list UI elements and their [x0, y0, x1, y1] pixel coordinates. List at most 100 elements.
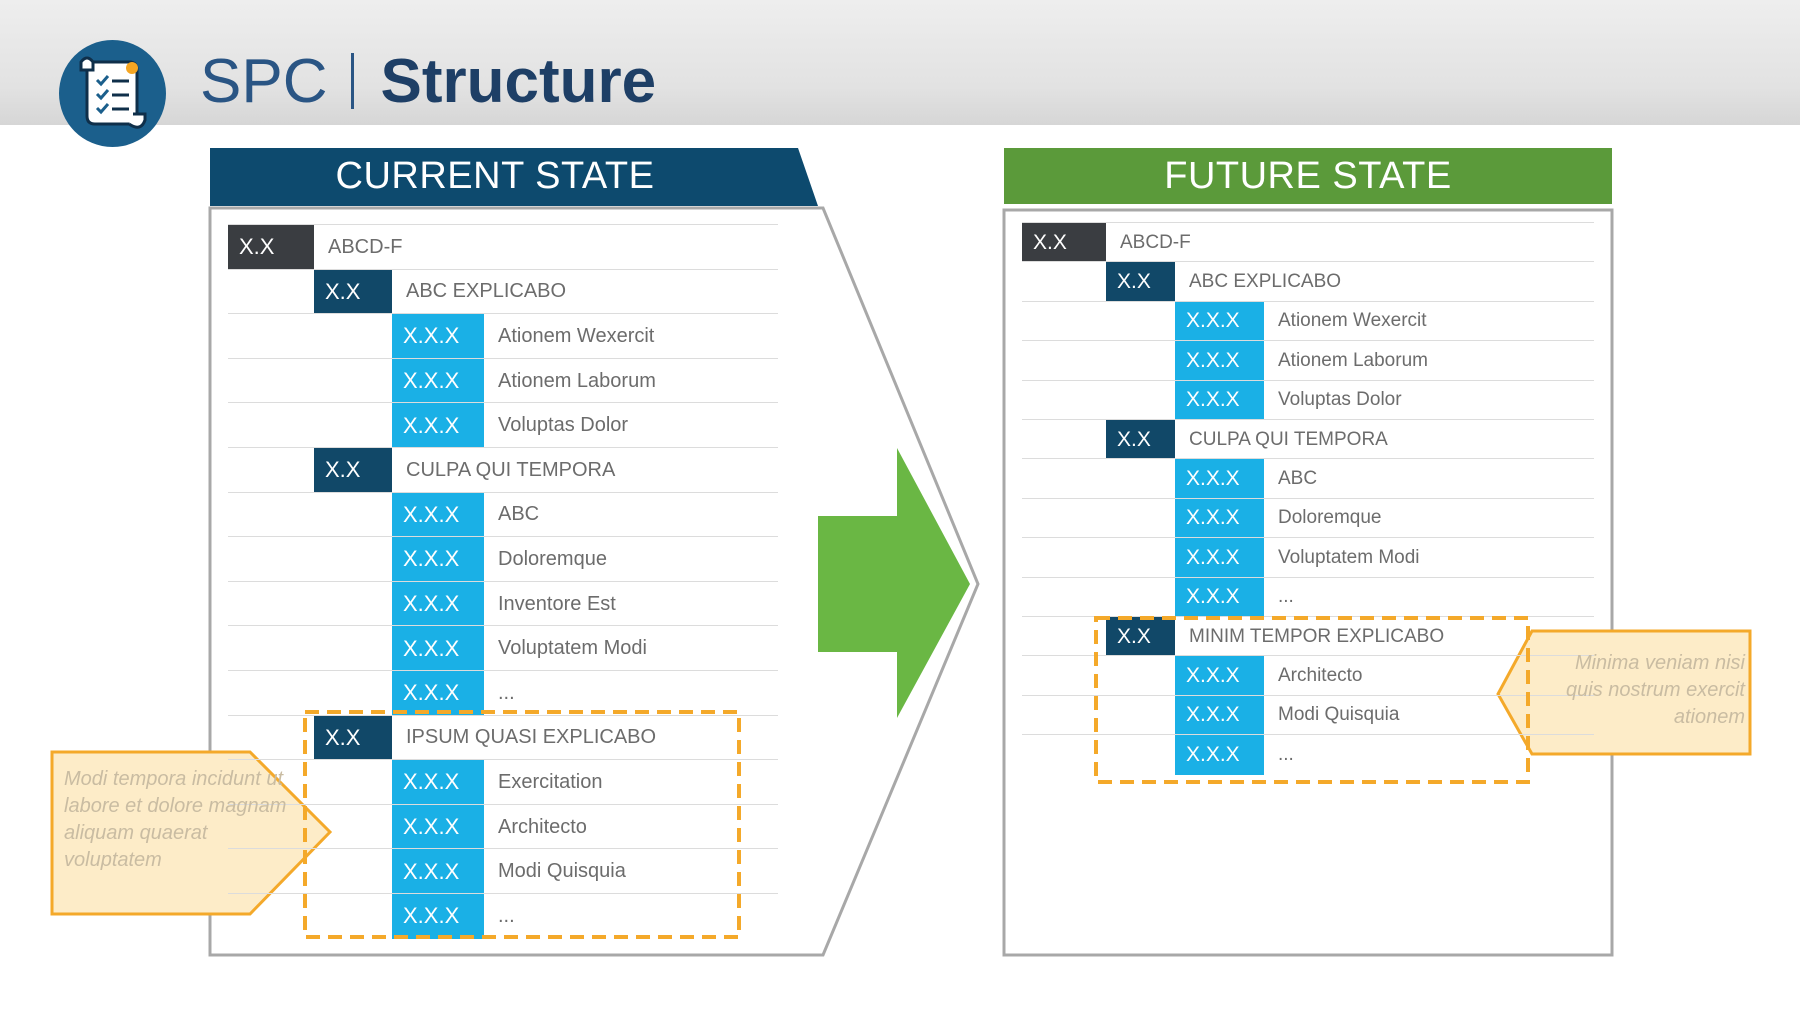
checklist-scroll-icon — [59, 40, 166, 147]
tree-node-code: X.X.X — [1175, 380, 1264, 420]
title-prefix: SPC — [200, 46, 328, 116]
tree-node-code: X.X — [1106, 617, 1175, 657]
tree-row: X.X.X... — [1022, 734, 1594, 775]
tree-node-code: X.X.X — [392, 626, 484, 671]
tree-row: X.X.X Architecto — [228, 803, 778, 850]
tree-node-code: X.X — [1106, 262, 1175, 302]
tree-node-label: Architecto — [498, 815, 587, 838]
tree-node-code: X.X.X — [392, 760, 484, 805]
tree-node-code: X.X.X — [1175, 538, 1264, 578]
tree-node-label: MINIM TEMPOR EXPLICABO — [1189, 625, 1445, 647]
tree-node-label: Modi Quisquia — [498, 860, 626, 883]
tree-row: X.X MINIM TEMPOR EXPLICABO — [1022, 616, 1594, 657]
tree-node-code: X.X.X — [1175, 459, 1264, 499]
tree-node-code: X.X.X — [392, 492, 484, 538]
tree-node-code: X.X.X — [392, 849, 484, 894]
tree-row: X.X CULPA QUI TEMPORA — [228, 447, 778, 493]
tree-node-label: Doloremque — [1278, 507, 1382, 529]
tree-row: X.X.X... — [1022, 576, 1594, 617]
tree-node-code: X.X.X — [1175, 341, 1264, 381]
tree-row: X.X.X Ationem Laborum — [1022, 340, 1594, 381]
tree-node-code: X.X — [1022, 223, 1106, 263]
tree-row: X.X.X Ationem Wexercit — [228, 313, 778, 359]
tree-row: X.X.X ABC — [228, 491, 778, 538]
tree-node-code: X.X.X — [392, 403, 484, 448]
header-bar — [0, 0, 1800, 125]
tree-node-code: X.X.X — [1175, 498, 1264, 539]
tree-node-label: Voluptatem Modi — [1278, 546, 1420, 568]
tree-node-label: Ationem Wexercit — [498, 324, 655, 347]
tree-row: X.X.X Voluptas Dolor — [1022, 379, 1594, 420]
tree-node-code: X.X.X — [392, 671, 484, 716]
tree-node-code: X.X — [314, 715, 392, 761]
tree-node-label: CULPA QUI TEMPORA — [406, 458, 616, 481]
tree-row: X.X.X Architecto — [1022, 655, 1594, 696]
tree-node-label: ABCD-F — [328, 235, 403, 258]
tree-node-label: Voluptas Dolor — [1278, 389, 1402, 411]
tree-row: X.X.X Modi Quisquia — [228, 848, 778, 894]
tree-row: X.X.X ABC — [1022, 458, 1594, 499]
tree-node-code: X.X — [314, 448, 392, 493]
tree-node-code: X.X.X — [392, 894, 484, 939]
future-state-tree: X.X ABCD-F X.X ABC EXPLICABO X.X.X Ationem We… — [1022, 222, 1594, 775]
future-state-frame — [1002, 208, 1614, 957]
tree-node-code: X.X.X — [392, 581, 484, 627]
tree-node-label: Architecto — [1278, 665, 1363, 687]
tree-row: X.X CULPA QUI TEMPORA — [1022, 419, 1594, 460]
page-title: SPC Structure — [200, 46, 656, 116]
tree-node-label: ABC EXPLICABO — [406, 280, 567, 303]
tree-node-label: ABC EXPLICABO — [1189, 271, 1342, 293]
tree-node-label: Doloremque — [498, 547, 607, 570]
tree-row: X.X.X Doloremque — [1022, 497, 1594, 539]
tree-node-label: Ationem Wexercit — [1278, 310, 1427, 332]
current-state-label: CURRENT STATE — [335, 154, 655, 197]
tree-row: X.X.X Ationem Wexercit — [1022, 300, 1594, 342]
tree-node-label: ... — [1278, 743, 1294, 765]
tree-node-label: CULPA QUI TEMPORA — [1189, 428, 1388, 450]
future-callout-text: Minima veniam nisi quis nostrum exercit … — [1566, 652, 1745, 728]
title-main: Structure — [380, 46, 657, 116]
transition-arrow — [818, 448, 970, 718]
tree-row: X.X.X... — [228, 893, 778, 939]
tree-node-code: X.X.X — [1175, 301, 1264, 342]
tree-node-label: Inventore Est — [498, 592, 616, 615]
tree-row: X.X ABC EXPLICABO — [1022, 261, 1594, 302]
tree-row: X.X.X Modi Quisquia — [1022, 694, 1594, 736]
tree-node-code: X.X — [314, 269, 392, 315]
tree-row: X.X IPSUM QUASI EXPLICABO — [228, 714, 778, 761]
tree-node-label: ... — [1278, 586, 1294, 608]
tree-node-label: Ationem Laborum — [1278, 349, 1428, 371]
tree-row: X.X.X Doloremque — [228, 536, 778, 582]
tree-row: X.X.X Voluptatem Modi — [1022, 537, 1594, 578]
current-callout-text: Modi tempora incidunt ut labore et dolor… — [64, 768, 287, 871]
tree-row: X.X.X Voluptas Dolor — [228, 402, 778, 448]
tree-row: X.X.X... — [228, 670, 778, 716]
tree-node-label: IPSUM QUASI EXPLICABO — [406, 726, 657, 749]
tree-node-label: Modi Quisquia — [1278, 704, 1400, 726]
tree-node-label: ... — [498, 904, 515, 927]
tree-node-code: X.X.X — [392, 537, 484, 582]
tree-node-label: ABC — [498, 503, 540, 526]
left-callout-shape — [50, 750, 333, 916]
tree-row: X.X ABCD-F — [1022, 222, 1594, 263]
tree-node-label: ABCD-F — [1120, 231, 1191, 253]
tree-node-code: X.X.X — [1175, 577, 1264, 617]
tree-node-label: ABC — [1278, 468, 1318, 490]
tree-node-code: X.X.X — [1175, 656, 1264, 696]
tree-node-label: Voluptas Dolor — [498, 414, 629, 437]
title-divider — [351, 53, 355, 109]
tree-node-label: Voluptatem Modi — [498, 637, 647, 660]
tree-node-code: X.X.X — [392, 804, 484, 850]
tree-row: X.X.X Voluptatem Modi — [228, 625, 778, 671]
tree-row: X.X.X Inventore Est — [228, 580, 778, 627]
tree-node-code: X.X — [1106, 420, 1175, 460]
tree-node-code: X.X.X — [1175, 695, 1264, 736]
tree-row: X.X ABC EXPLICABO — [228, 268, 778, 315]
tree-node-code: X.X.X — [392, 314, 484, 359]
current-state-banner — [210, 148, 818, 206]
tree-node-label: Ationem Laborum — [498, 369, 656, 392]
